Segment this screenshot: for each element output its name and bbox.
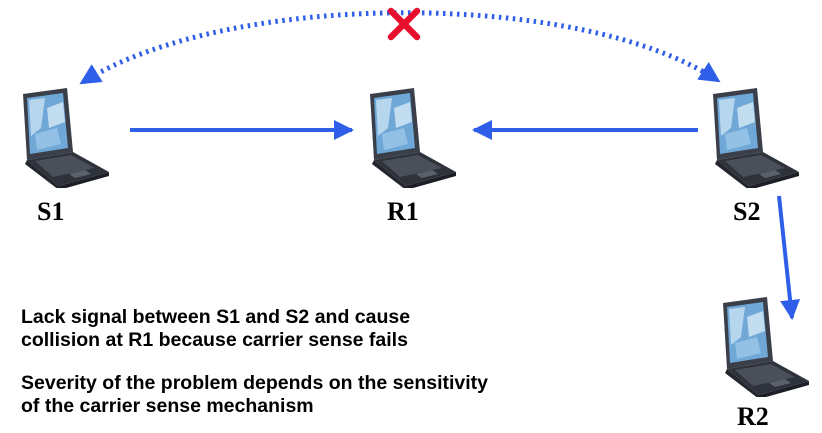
node-label-r1: R1 (387, 197, 419, 226)
node-label-s2: S2 (733, 197, 761, 226)
laptop-icon (713, 88, 799, 188)
note-severity-line1: Severity of the problem depends on the s… (21, 372, 489, 394)
laptop-icon (23, 88, 109, 188)
note-collision: Lack signal between S1 and S2 and cause … (21, 306, 410, 352)
arrow-s2-to-r2 (777, 195, 801, 320)
node-label-s1: S1 (37, 197, 65, 226)
laptop-icon (370, 88, 456, 188)
note-severity-line2: of the carrier sense mechanism (21, 395, 314, 417)
laptop-icon (723, 297, 809, 397)
node-label-r2: R2 (737, 402, 769, 431)
note-severity: Severity of the problem depends on the s… (21, 372, 488, 418)
note-collision-line2: collision at R1 because carrier sense fa… (21, 329, 408, 351)
blocked-signal-icon (387, 7, 421, 41)
note-collision-line1: Lack signal between S1 and S2 and cause (21, 306, 411, 328)
